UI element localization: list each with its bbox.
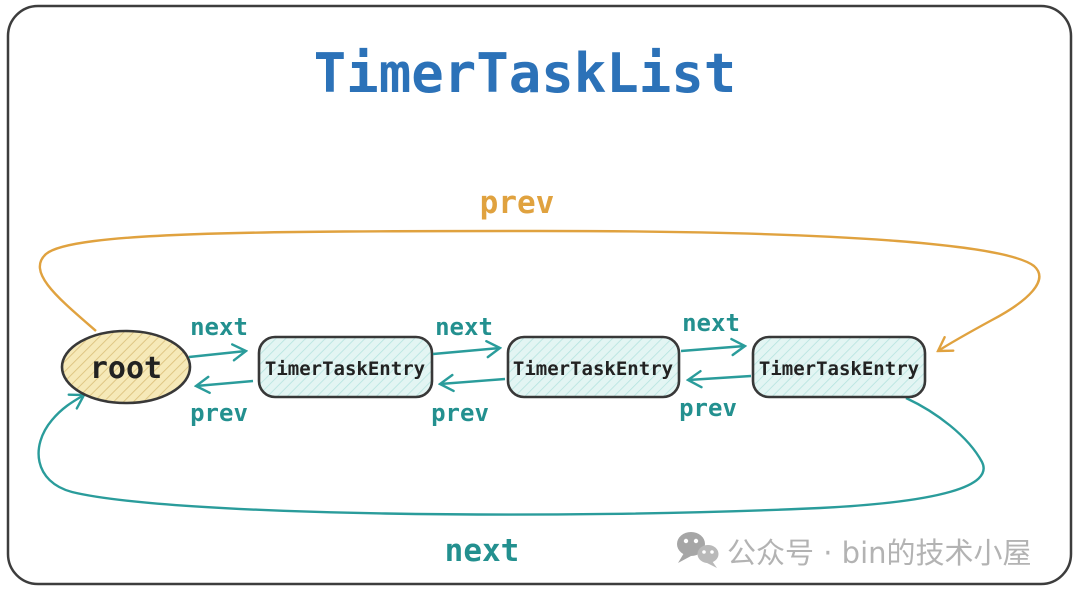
timer-task-entry-label-3: TimerTaskEntry [759,358,919,380]
watermark: 公众号 · bin的技术小屋 [677,532,1032,570]
outer-prev-arc [38,229,1041,351]
next-arrow-root-entry1 [188,351,246,357]
timer-task-entry-node-2 [506,335,681,399]
next-label-root-entry1: next [190,313,248,341]
watermark-text: 公众号 · bin的技术小屋 [727,536,1032,570]
root-node [60,329,192,405]
next-arrow-entry2-entry3 [680,346,745,351]
root-node-label: root [90,351,162,386]
timer-task-entry-node-1 [257,335,434,399]
timer-task-entry-label-1: TimerTaskEntry [265,358,425,380]
prev-arrow-entry3-entry2 [688,376,752,380]
diagram-frame [6,4,1073,586]
timer-task-entry-node-3 [751,335,927,399]
prev-arrow-entry1-root [196,381,254,386]
outer-prev-label: prev [480,185,555,221]
outer-next-label: next [445,533,520,569]
prev-label-entry2-entry1: prev [431,399,489,427]
diagram-title: TimerTaskList [314,42,737,105]
next-label-entry2-entry3: next [682,309,740,337]
prev-label-entry3-entry2: prev [679,394,737,422]
next-arrow-entry1-entry2 [432,348,500,354]
outer-next-arc [37,395,985,516]
timer-task-entry-label-2: TimerTaskEntry [513,358,673,380]
next-label-entry1-entry2: next [435,313,493,341]
wechat-icon [677,532,719,568]
prev-label-entry1-root: prev [190,399,248,427]
prev-arrow-entry2-entry1 [440,379,506,384]
